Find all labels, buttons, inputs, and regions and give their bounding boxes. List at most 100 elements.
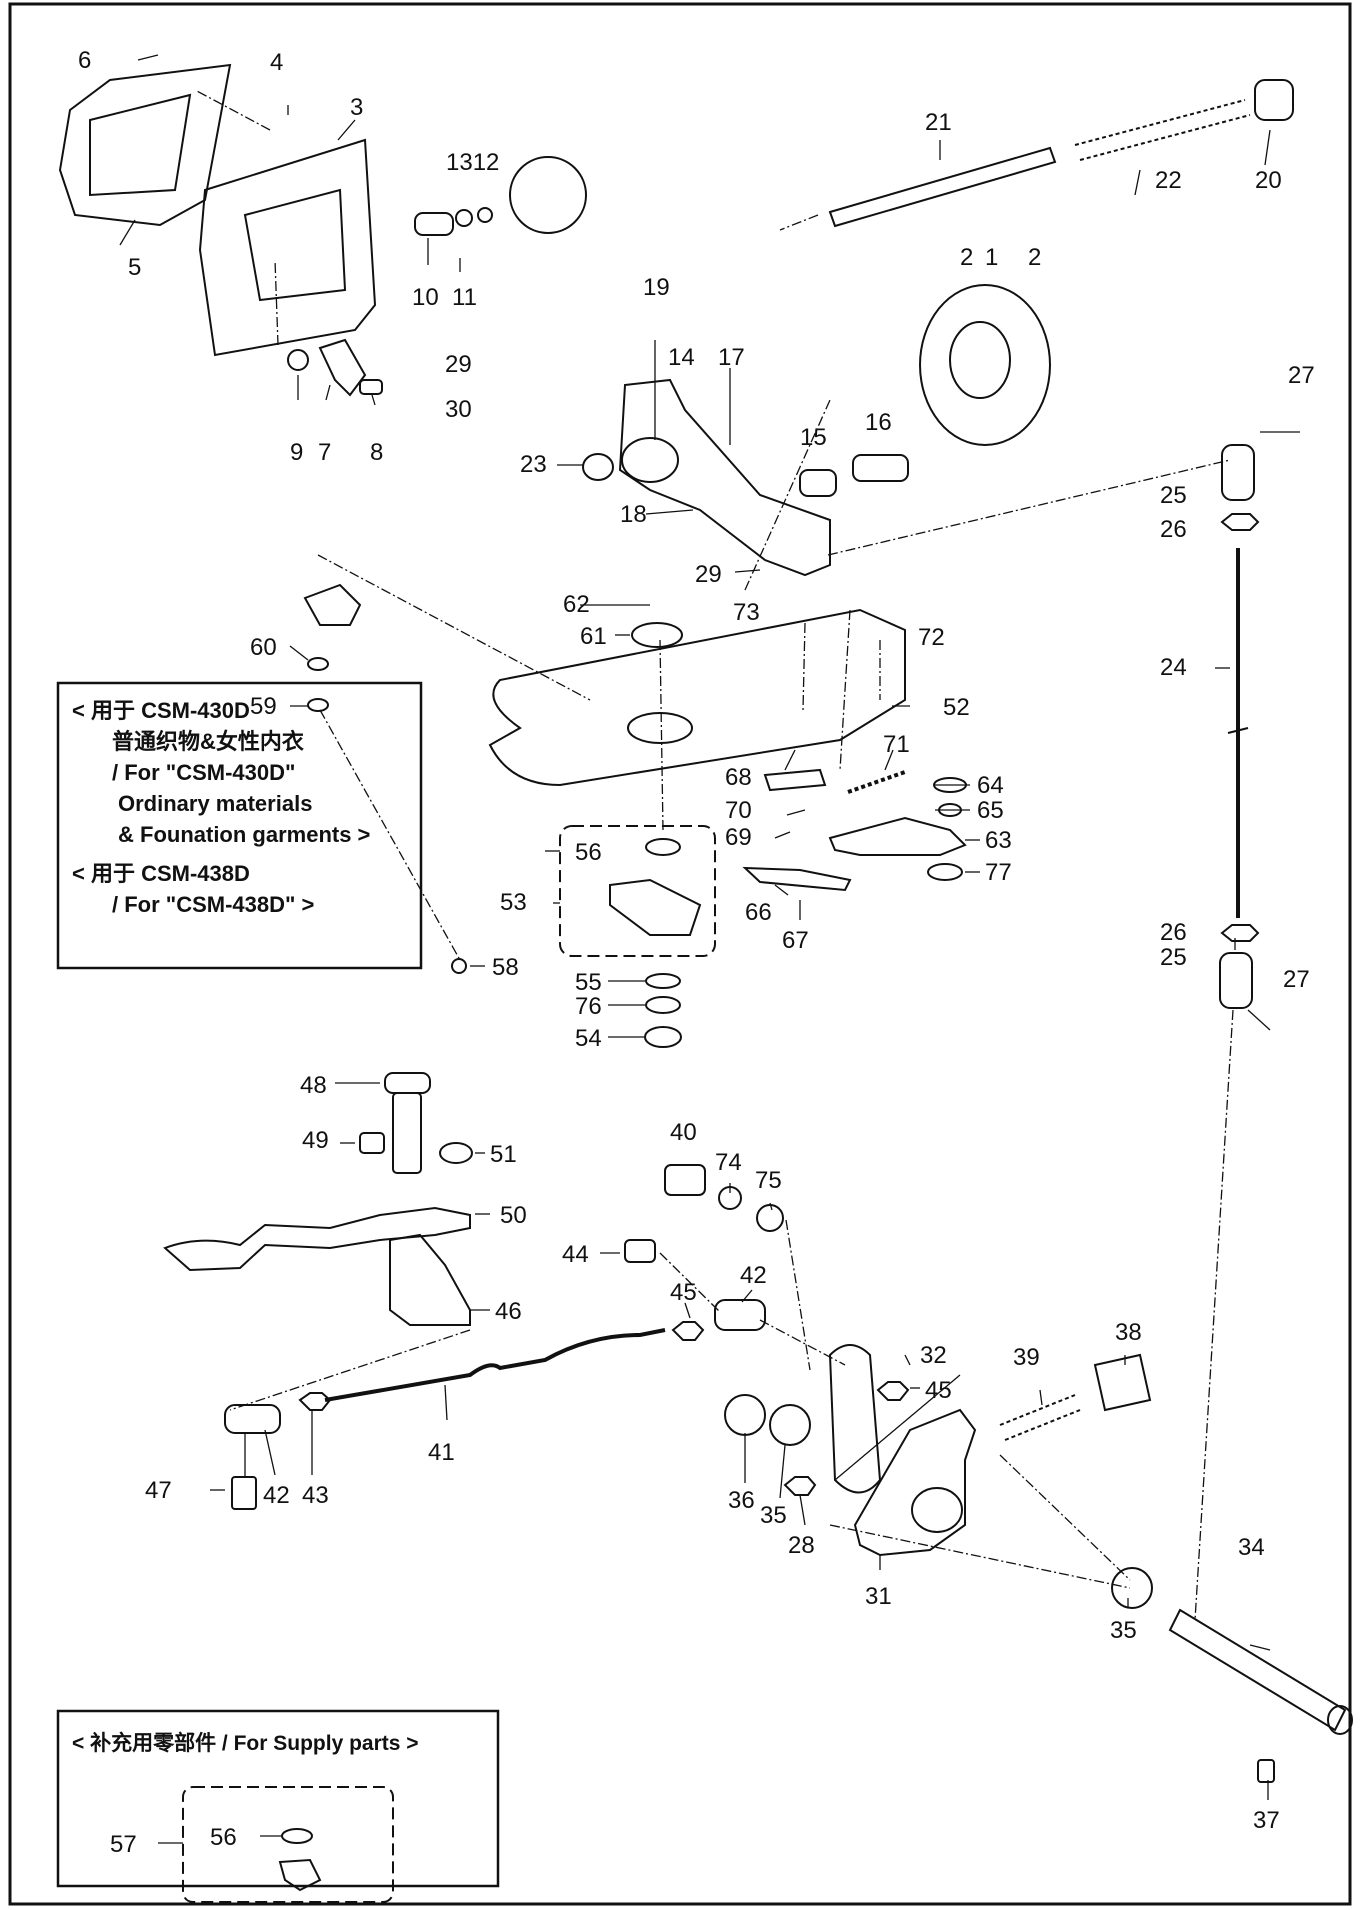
callout-50: 50: [500, 1202, 527, 1229]
part-43-nut: [298, 1392, 332, 1411]
part-46-bracket: [389, 1233, 471, 1326]
callout-67: 67: [782, 927, 809, 954]
callout-30: 30: [445, 396, 472, 423]
callout-28: 28: [788, 1532, 815, 1559]
callout-27-lower: 27: [1283, 966, 1310, 993]
callout-47: 47: [145, 1477, 172, 1504]
part-26-nut-lower: [1220, 924, 1260, 942]
part-48-screw-head: [384, 1072, 431, 1094]
part-55-washer: [645, 973, 681, 989]
callout-26-upper: 26: [1160, 516, 1187, 543]
part-35-washer-left: [769, 1404, 811, 1446]
callout-26-lower: 26: [1160, 919, 1187, 946]
note-line-3: / For "CSM-430D": [112, 760, 296, 785]
part-41-link: [324, 1328, 666, 1402]
supply-group-57: [182, 1786, 394, 1903]
part-66-lever: [742, 866, 852, 892]
callout-14: 14: [668, 344, 695, 371]
callout-77: 77: [985, 859, 1012, 886]
part-42-rod-end-left: [224, 1404, 281, 1434]
callout-7: 7: [318, 439, 331, 466]
callout-42-right: 42: [740, 1262, 767, 1289]
callout-76: 76: [575, 993, 602, 1020]
part-48-screw-shank: [392, 1092, 422, 1174]
part-53-slider: [609, 878, 702, 936]
part-23-washer: [582, 453, 614, 481]
callout-42-left: 42: [263, 1482, 290, 1509]
part-71-spring: [847, 770, 906, 794]
supply-parts-title: < 补充用零部件 / For Supply parts >: [72, 1732, 419, 1755]
callout-54: 54: [575, 1025, 602, 1052]
part-25-rod-end-upper: [1221, 444, 1255, 501]
callout-35-right: 35: [1110, 1617, 1137, 1644]
part-3-plate: [198, 138, 377, 357]
callout-10: 10: [412, 284, 439, 311]
part-22-spring: [1074, 99, 1251, 161]
callout-40: 40: [670, 1119, 697, 1146]
part-56-washer: [645, 838, 681, 856]
part-47-bolt: [231, 1476, 257, 1510]
callout-3: 3: [350, 94, 363, 121]
part-26-nut-upper: [1220, 513, 1260, 531]
part-51-screw: [439, 1142, 473, 1164]
part-56-washer-supply: [281, 1828, 313, 1844]
part-3-plate-inner: [243, 188, 347, 302]
callout-41: 41: [428, 1439, 455, 1466]
note-line-4: Ordinary materials: [118, 791, 313, 816]
part-21-rod: [828, 146, 1057, 228]
callout-69: 69: [725, 824, 752, 851]
callout-8: 8: [370, 439, 383, 466]
callout-6: 6: [78, 47, 91, 74]
callout-1312: 1312: [446, 149, 499, 176]
callout-57: 57: [110, 1831, 137, 1858]
callout-65: 65: [977, 797, 1004, 824]
callout-45-right: 45: [925, 1377, 952, 1404]
callout-2-right: 2: [1028, 244, 1041, 271]
part-5-cover-inner: [89, 93, 192, 197]
callout-38: 38: [1115, 1319, 1142, 1346]
callout-52: 52: [943, 694, 970, 721]
callout-62: 62: [563, 591, 590, 618]
callout-72: 72: [918, 624, 945, 651]
part-76-washer: [645, 996, 681, 1014]
plate-center-hole: [627, 712, 693, 744]
dial-knob: [509, 156, 587, 234]
callout-9: 9: [290, 439, 303, 466]
callout-66: 66: [745, 899, 772, 926]
callout-22: 22: [1155, 167, 1182, 194]
part-42-rod-end-right: [714, 1299, 766, 1331]
part-14-boss: [621, 437, 679, 483]
part-5-cover: [58, 63, 232, 227]
part-38-clip: [1093, 1353, 1152, 1412]
part-16-pin: [852, 454, 909, 482]
part-20-cap: [1254, 79, 1294, 121]
callout-5: 5: [128, 254, 141, 281]
part-31-boss: [911, 1487, 963, 1533]
callout-49: 49: [302, 1127, 329, 1154]
callout-31: 31: [865, 1583, 892, 1610]
callout-36: 36: [728, 1487, 755, 1514]
callout-55: 55: [575, 969, 602, 996]
note-line-6: < 用于 CSM-438D: [72, 861, 250, 886]
callout-39: 39: [1013, 1344, 1040, 1371]
part-61-plate: [631, 622, 683, 648]
callout-48: 48: [300, 1072, 327, 1099]
callout-43: 43: [302, 1482, 329, 1509]
part-14-bracket: [618, 378, 831, 577]
part-7-lever: [318, 338, 367, 397]
callout-75: 75: [755, 1167, 782, 1194]
part-35-washer-right: [1111, 1567, 1153, 1609]
callout-18: 18: [620, 501, 647, 528]
callout-11: 11: [452, 284, 477, 311]
callout-59: 59: [250, 693, 277, 720]
callout-74: 74: [715, 1149, 742, 1176]
part-12-washer: [477, 207, 493, 223]
part-1-cam-wheel: [919, 284, 1051, 446]
callout-58: 58: [492, 954, 519, 981]
note-line-7: / For "CSM-438D" >: [112, 892, 315, 917]
callout-17: 17: [718, 344, 745, 371]
callout-68: 68: [725, 764, 752, 791]
callout-16: 16: [865, 409, 892, 436]
part-34-shaft: [1168, 1608, 1347, 1732]
